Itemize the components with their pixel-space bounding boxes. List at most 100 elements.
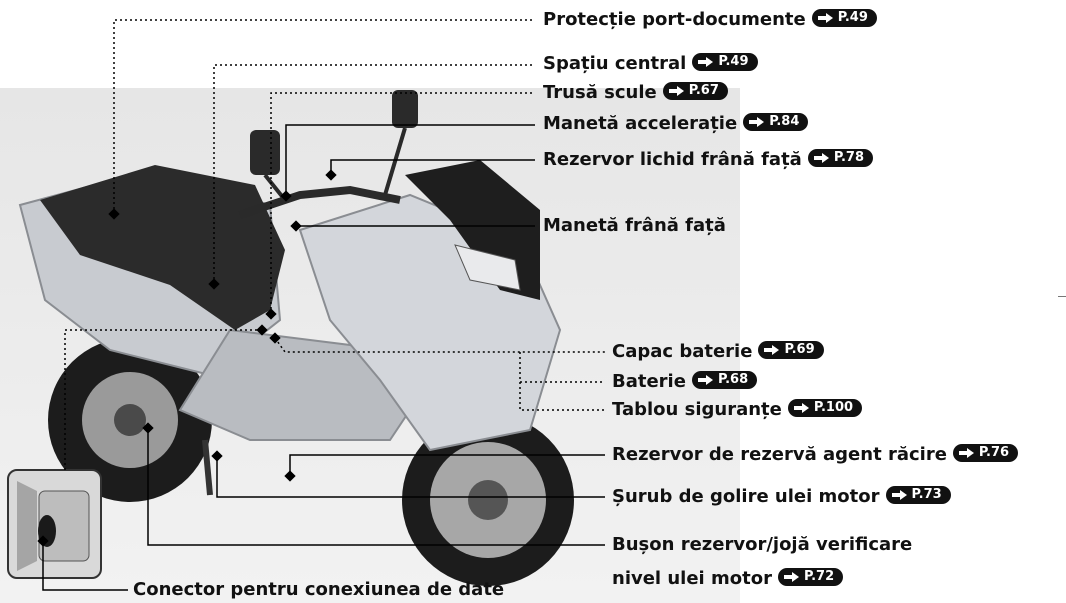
connector-inset-drawing — [17, 481, 90, 571]
label-text: Manetă accelerație — [543, 113, 738, 134]
marker-capac — [269, 332, 281, 344]
connector-inset — [7, 469, 102, 579]
right-mirror — [392, 90, 418, 128]
arrow-right-icon — [793, 403, 810, 413]
label-spatiu-central: Spațiu central P.49 — [543, 53, 758, 75]
page-ref-text: P.49 — [837, 10, 868, 25]
label-text: Șurub de golire ulei motor — [612, 486, 880, 507]
label-text: Rezervor lichid frână față — [543, 149, 802, 170]
page-ref-link[interactable]: P.49 — [692, 53, 758, 71]
page-ref-text: P.49 — [718, 54, 749, 69]
page-ref-text: P.67 — [688, 83, 719, 98]
marker-inset — [256, 324, 268, 336]
leader-capac — [274, 337, 605, 353]
label-tablou-sigurante: Tablou siguranțe P.100 — [612, 399, 863, 421]
marker-maneta-acc — [280, 190, 292, 202]
marker-conector — [37, 535, 49, 547]
label-text: Trusă scule — [543, 82, 657, 103]
leader-protectie — [113, 19, 535, 214]
label-text: Spațiu central — [543, 53, 687, 74]
rear-wheel-hub — [114, 404, 146, 436]
label-text: Bușon rezervor/jojă verificare — [612, 534, 913, 555]
front-wheel-hub — [468, 480, 508, 520]
label-baterie: Baterie P.68 — [612, 371, 758, 393]
label-trusa-scule: Trusă scule P.67 — [543, 82, 728, 104]
arrow-right-icon — [817, 13, 834, 23]
page-ref-text: P.76 — [978, 445, 1010, 460]
left-mirror — [250, 130, 280, 175]
page-ref-text: P.68 — [717, 372, 749, 387]
label-text: Capac baterie — [612, 341, 753, 362]
label-buson-rezervor-line1: Bușon rezervor/jojă verificare — [612, 534, 912, 556]
leader-spatiu — [213, 64, 535, 284]
marker-maneta-frana — [290, 220, 302, 232]
label-capac-baterie: Capac baterie P.69 — [612, 341, 824, 363]
page-ref-text: P.78 — [833, 150, 865, 165]
marker-spatiu — [208, 278, 220, 290]
arrow-right-icon — [783, 572, 800, 582]
page-ref-link[interactable]: P.72 — [777, 568, 844, 586]
label-maneta-acceleratie: Manetă accelerație P.84 — [543, 113, 809, 135]
leader-trusa — [270, 92, 535, 314]
arrow-right-icon — [958, 448, 975, 458]
page-ref-link[interactable]: P.84 — [743, 113, 809, 131]
page-ref-link[interactable]: P.49 — [811, 9, 877, 27]
page-ref-link[interactable]: P.100 — [787, 399, 863, 417]
label-maneta-frana-fata: Manetă frână față — [543, 215, 726, 237]
leader-inset — [64, 329, 262, 470]
leader-conector — [42, 541, 128, 591]
page-ref-text: P.84 — [769, 114, 800, 129]
page-ref-link[interactable]: P.78 — [807, 149, 874, 167]
headlight — [454, 244, 521, 291]
arrow-right-icon — [764, 345, 780, 355]
leader-maneta-acc — [285, 124, 535, 196]
marker-protectie — [108, 208, 120, 220]
label-text: Rezervor de rezervă agent răcire — [612, 444, 947, 465]
edge-mark — [1058, 296, 1066, 297]
marker-surub — [211, 450, 223, 462]
label-rezervor-lichid-frana: Rezervor lichid frână față P.78 — [543, 149, 874, 171]
label-surub-golire-ulei: Șurub de golire ulei motor P.73 — [612, 486, 951, 508]
label-conector-date: Conector pentru conexiunea de date — [133, 579, 504, 601]
label-rezervor-agent-racire: Rezervor de rezervă agent răcire P.76 — [612, 444, 1019, 466]
label-text: Tablou siguranțe — [612, 399, 782, 420]
leader-racire — [289, 454, 605, 476]
page-ref-text: P.100 — [813, 400, 854, 415]
right-mirror-stem — [383, 127, 407, 196]
arrow-right-icon — [749, 117, 765, 127]
leader-buson — [147, 428, 605, 546]
label-buson-rezervor-line2: nivel ulei motor P.72 — [612, 568, 844, 590]
inset-bracket — [17, 481, 37, 571]
page-ref-text: P.69 — [784, 342, 815, 357]
side-stand — [202, 439, 213, 496]
arrow-right-icon — [813, 153, 830, 163]
leader-surub — [216, 456, 605, 498]
leader-rezervor-frana — [330, 159, 535, 175]
page-ref-link[interactable]: P.76 — [952, 444, 1019, 462]
arrow-right-icon — [697, 375, 714, 385]
label-text: Baterie — [612, 371, 686, 392]
label-text: nivel ulei motor — [612, 568, 772, 589]
page-ref-link[interactable]: P.68 — [691, 371, 758, 389]
page-ref-link[interactable]: P.67 — [662, 82, 728, 100]
label-text: Conector pentru conexiunea de date — [133, 579, 505, 600]
label-text: Protecție port-documente — [543, 9, 806, 30]
label-text: Manetă frână față — [543, 215, 726, 236]
marker-buson — [142, 422, 154, 434]
handlebar — [238, 185, 401, 219]
page-ref-link[interactable]: P.73 — [885, 486, 951, 504]
page-ref-link[interactable]: P.69 — [758, 341, 824, 359]
arrow-right-icon — [668, 86, 685, 96]
arrow-right-icon — [698, 57, 714, 67]
marker-trusa — [265, 308, 277, 320]
page-ref-text: P.72 — [803, 569, 835, 584]
leader-tablou — [519, 352, 605, 411]
seat — [40, 165, 285, 330]
marker-racire — [284, 470, 296, 482]
label-protectie-port-documente: Protecție port-documente P.49 — [543, 9, 877, 31]
arrow-right-icon — [891, 490, 908, 500]
page-ref-text: P.73 — [911, 487, 942, 502]
marker-rezervor-frana — [325, 169, 337, 181]
